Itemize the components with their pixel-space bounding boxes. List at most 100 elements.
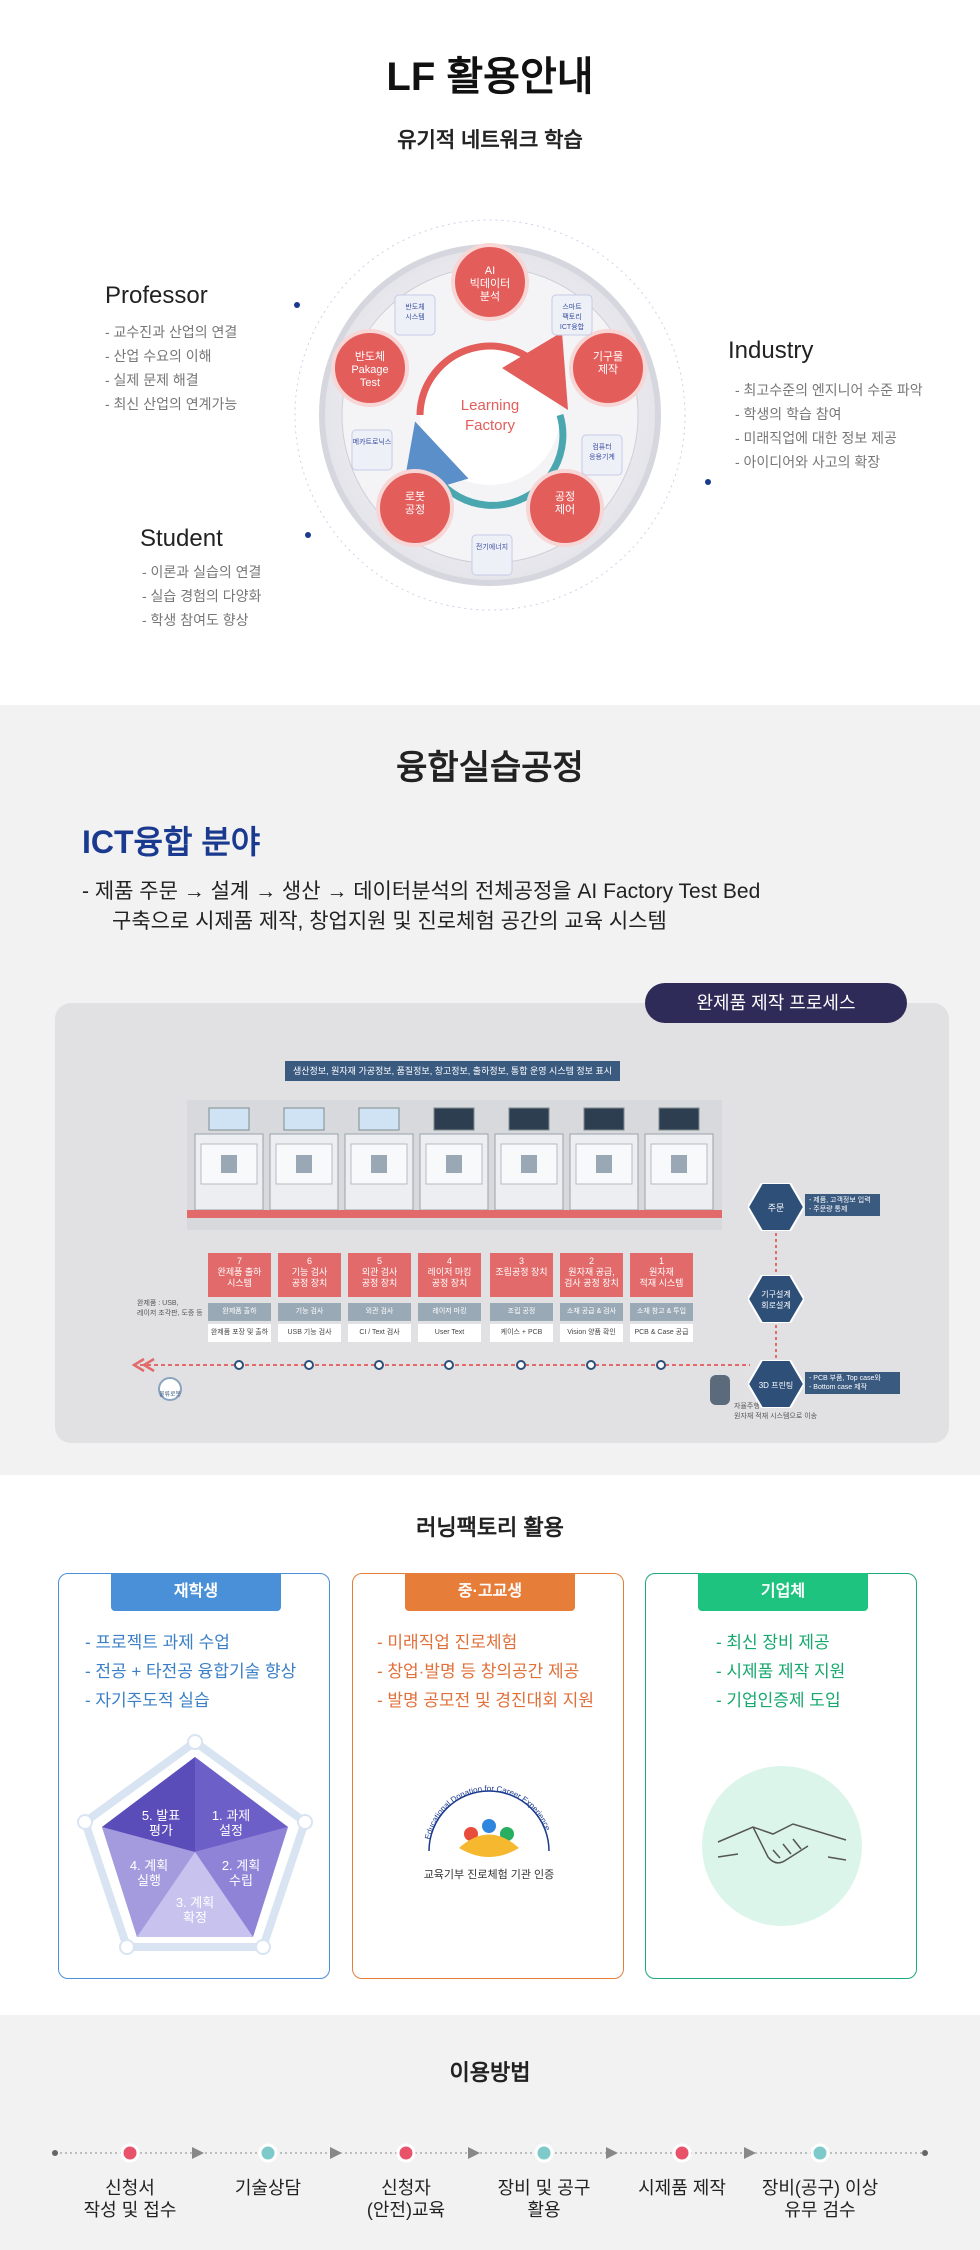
- pentagon-label: 수립: [229, 1873, 253, 1888]
- flow-step-text: 신청서: [105, 2178, 155, 2198]
- hexagon-connector: [775, 1233, 777, 1359]
- pentagon-label: 5. 발표: [142, 1808, 180, 1823]
- node-label: 분석: [480, 290, 500, 303]
- timeline-dots: [234, 1360, 666, 1370]
- timeline-dot: [586, 1360, 596, 1370]
- flow-step-text: 작성 및 접수: [83, 2200, 177, 2220]
- ict-description: - 제품 주문 → 설계 → 생산 → 데이터분석의 전체공정을 AI Fact…: [82, 877, 760, 937]
- hexagon-shape: [748, 1360, 804, 1408]
- card-tab: 재학생: [111, 1573, 281, 1611]
- pentagon-outline: [80, 1737, 310, 1951]
- flow-arrow-icon: [330, 2147, 342, 2159]
- machine-unit: [494, 1107, 564, 1211]
- list-item: - 아이디어와 사고의 확장: [735, 454, 881, 470]
- hexagon-design: 기구설계 회로설계: [748, 1275, 804, 1323]
- list-item: - 최신 장비 제공: [716, 1633, 830, 1652]
- card-list: - 프로젝트 과제 수업 - 전공 + 타전공 융합기술 향상 - 자기주도적 …: [85, 1628, 296, 1715]
- note-line: 완제품 : USB,: [137, 1300, 179, 1307]
- cycle-arrow-red: [416, 331, 569, 416]
- hexagon-3d-printing: 3D 프린팅: [748, 1360, 804, 1408]
- step-detail: CI / Text 검사: [348, 1324, 411, 1342]
- timeline-dot: [304, 1360, 314, 1370]
- list-item: - 창업·발명 등 창의공간 제공: [377, 1662, 580, 1681]
- list-item: - 교수진과 산업의 연결: [105, 324, 238, 340]
- list-item: - 실제 문제 해결: [105, 372, 199, 388]
- step-label: 6: [306, 1256, 312, 1266]
- step-category: 외관 검사: [348, 1303, 411, 1321]
- pentagon-label: 1. 과제: [212, 1808, 250, 1823]
- flow-step-text: 신청자: [381, 2178, 431, 2198]
- flow-step-text: 유무 검수: [784, 2200, 856, 2220]
- diagram-mini-node: 메카트로닉스: [351, 429, 393, 471]
- list-item: - 발명 공모전 및 경진대회 지원: [377, 1691, 594, 1710]
- flow-step-text: 기술상담: [234, 2178, 302, 2198]
- orbit-dot: [305, 532, 311, 538]
- process-badge: 완제품 제작 프로세스: [645, 983, 907, 1023]
- section-title: 융합실습공정: [396, 749, 584, 787]
- robot-label: 물류로봇: [158, 1392, 182, 1398]
- info-banner: 생산정보, 원자재 가공정보, 품질정보, 창고정보, 출하정보, 통합 운영 …: [285, 1061, 620, 1081]
- machine-units: [194, 1107, 714, 1211]
- student-list: - 이론과 실습의 연결 - 실습 경험의 다양화 - 학생 참여도 향상: [142, 560, 261, 632]
- timeline-dot: [234, 1360, 244, 1370]
- step-detail: Vision 양품 확인: [560, 1324, 623, 1342]
- segment-3: [137, 1852, 253, 1937]
- usage-flow: [52, 2143, 928, 2163]
- flow-step-dot: [534, 2143, 554, 2163]
- orbit-dot: [294, 302, 300, 308]
- outer-orbit: [294, 219, 686, 611]
- node-label: 제작: [598, 363, 618, 376]
- node-label: 제어: [555, 503, 575, 516]
- mini-node-label: 응용기계: [589, 452, 615, 461]
- step-label: 5: [376, 1256, 382, 1266]
- machine-unit: [344, 1107, 414, 1211]
- note-line: 원자재 적재 시스템으로 이송: [734, 1413, 818, 1420]
- card-companies: 기업체 - 최신 장비 제공 - 시제품 제작 지원 - 기업인증제 도입: [645, 1573, 917, 1979]
- flow-step-text: 장비(공구) 이상: [761, 2178, 879, 2198]
- card-tab: 중·고교생: [405, 1573, 575, 1611]
- robot-icon: [158, 1377, 182, 1401]
- step-label: 4: [446, 1256, 452, 1266]
- list-item: - 학생 참여도 향상: [142, 612, 249, 628]
- flow-step-text: 장비 및 공구: [497, 2178, 591, 2198]
- mini-node-label: 전기에너지: [476, 542, 508, 551]
- step-label: 공정 장치: [291, 1278, 328, 1288]
- page-title: LF 활용안내: [386, 55, 594, 99]
- card-tab: 기업체: [698, 1573, 868, 1611]
- logo-arc: [428, 1790, 550, 1852]
- pentagon-label: 설정: [219, 1823, 243, 1838]
- mini-node-label: 반도체: [405, 302, 424, 311]
- mini-node-label: 팩토리: [562, 312, 581, 321]
- process-timeline: [131, 1357, 750, 1373]
- flow-step-text: 시제품 제작: [638, 2178, 726, 2198]
- hexagon-label: 주문: [768, 1203, 785, 1213]
- agv-note: 자율주행 원자재 적재 시스템으로 이송: [734, 1402, 817, 1422]
- step-label: 기능 검사: [291, 1267, 328, 1277]
- machine-unit: [569, 1107, 639, 1211]
- handshake-icon: [702, 1766, 862, 1926]
- pentagon-label: 4. 계획: [130, 1858, 168, 1873]
- note-line: 자율주행: [734, 1403, 760, 1410]
- step-detail: PCB & Case 공급: [630, 1324, 693, 1342]
- step-label: 조립공정 장치: [495, 1267, 548, 1277]
- node-label: AI: [485, 265, 495, 277]
- list-item: - 전공 + 타전공 융합기술 향상: [85, 1662, 297, 1681]
- step-detail: USB 기능 검사: [278, 1324, 341, 1342]
- student-title: Student: [140, 525, 223, 552]
- machine-unit: [194, 1107, 264, 1211]
- step-label: 원자재: [649, 1267, 674, 1277]
- node-label: 공정: [405, 503, 425, 516]
- center-label-factory: Factory: [465, 417, 516, 434]
- diagram-mini-node: 전기에너지: [471, 534, 513, 576]
- pentagon-label: 3. 계획: [176, 1895, 214, 1910]
